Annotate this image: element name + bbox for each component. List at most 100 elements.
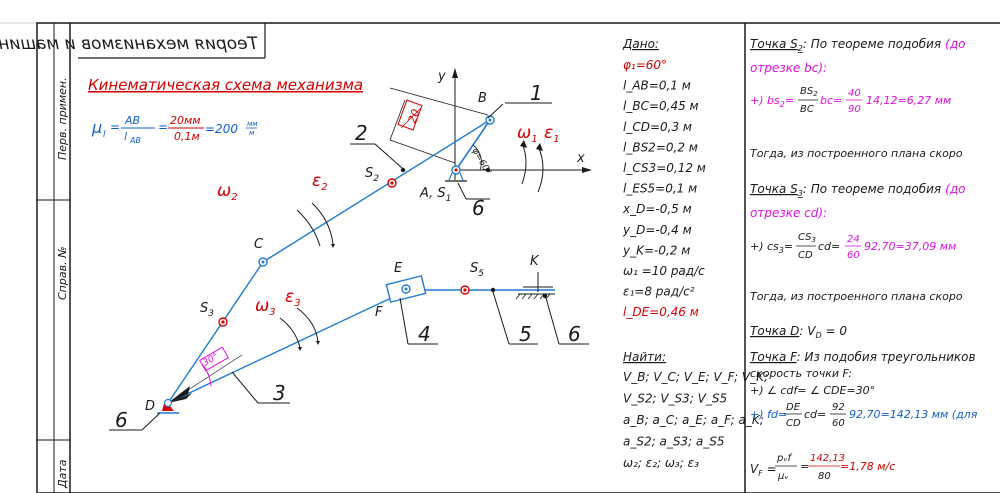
title-block: Теория механизмов и машин (0, 23, 266, 59)
label-point-b: B (478, 91, 487, 106)
solution-block: Точка S2: По теореме подобия(до отрезке … (750, 37, 978, 482)
svg-text:92,70=37,09 мм: 92,70=37,09 мм (864, 240, 956, 253)
axis-x-label: x (576, 151, 585, 166)
svg-text:142,13: 142,13 (810, 453, 845, 464)
svg-text:VF =: VF = (750, 462, 777, 478)
given-line-8: y_D=-0,4 м (622, 223, 692, 237)
side-label-date: Дата (56, 459, 69, 489)
svg-text:92,70=142,13 мм (для: 92,70=142,13 мм (для (849, 408, 978, 421)
label-point-f: F (375, 305, 383, 320)
link-number-5: 5 (519, 322, 532, 346)
svg-text:μ: μ (91, 118, 102, 137)
link-number-3: 3 (273, 381, 286, 405)
label-omega2: ω2 (217, 181, 238, 203)
svg-text:=1,78 м/с: =1,78 м/с (840, 460, 895, 473)
svg-text:DE: DE (786, 402, 801, 413)
label-point-k: K (530, 254, 540, 269)
svg-text:AB: AB (124, 114, 140, 127)
given-line-5: l_CS3=0,12 м (623, 161, 706, 175)
find-line-1: V_S2; V_S3; V_S5 (623, 392, 727, 406)
svg-text:мм: мм (247, 120, 258, 128)
link-number-6-k: 6 (568, 322, 581, 346)
label-eps3: ε3 (285, 287, 301, 309)
given-line-4: l_BS2=0,2 м (623, 140, 698, 154)
label-point-c: C (254, 237, 264, 252)
link-number-6-a: 6 (472, 196, 485, 220)
page-title: Теория механизмов и машин (0, 34, 258, 54)
label-omega1: ω1 (517, 123, 538, 145)
label-eps2: ε2 (312, 171, 328, 193)
angle-30: 30° (202, 352, 221, 369)
dim-20: 20 (406, 107, 423, 125)
svg-text:60: 60 (847, 250, 860, 261)
given-line-10: ω₁ =10 рад/с (623, 264, 705, 278)
link-number-1: 1 (530, 81, 543, 105)
svg-text:20мм: 20мм (170, 114, 201, 127)
given-block: Дано: φ₁=60° l_AB=0,1 м l_BC=0,45 м l_CD=0,… (622, 37, 768, 470)
svg-text:60: 60 (832, 418, 845, 429)
label-point-e: E (394, 261, 403, 276)
scale-formula: μ l = AB l AB = 20мм 0,1м =200 мм м (91, 114, 258, 145)
s3-heading: Точка S3: По теореме подобия(до (750, 182, 965, 198)
vf-formula: VF = pᵥf μᵥ = 142,13 80 =1,78 м/с (750, 453, 895, 482)
svg-text:14,12=6,27 мм: 14,12=6,27 мм (866, 94, 951, 107)
f-angle: +) ∠ cdf= ∠ CDE=30° (750, 384, 875, 397)
given-line-1: l_AB=0,1 м (623, 79, 691, 93)
given-title: Дано: (622, 37, 659, 51)
svg-text:90: 90 (848, 104, 861, 115)
given-line-7: x_D=-0,5 м (622, 202, 692, 216)
angle-60: φ=60° (469, 147, 492, 177)
svg-text:CS3: CS3 (798, 232, 816, 244)
given-line-0: φ₁=60° (623, 58, 667, 72)
given-line-6: l_ES5=0,1 м (623, 182, 697, 196)
svg-text:м: м (249, 129, 255, 137)
svg-text:0,1м: 0,1м (174, 130, 200, 143)
svg-text:40: 40 (848, 88, 861, 99)
label-s2: S2 (365, 166, 379, 184)
link-number-2: 2 (355, 121, 368, 145)
given-line-9: y_K=-0,2 м (622, 243, 690, 257)
svg-text:l: l (124, 130, 127, 143)
d-heading: Точка D: VD = 0 (750, 324, 847, 340)
scheme-heading: Кинематическая схема механизма (88, 76, 363, 94)
given-line-3: l_CD=0,3 м (623, 120, 692, 134)
svg-text:=200: =200 (205, 122, 238, 136)
side-label-first-use: Перв. примен. (56, 77, 69, 160)
svg-text:BC: BC (800, 104, 814, 115)
label-s5: S5 (470, 261, 484, 279)
svg-text:l: l (103, 130, 106, 140)
svg-text:+) fd=: +) fd= (750, 408, 787, 421)
svg-text:=: = (110, 120, 120, 134)
svg-text:bc=: bc= (820, 94, 842, 107)
find-line-3: a_S2; a_S3; a_S5 (623, 435, 725, 449)
svg-text:AB: AB (129, 136, 141, 145)
svg-text:24: 24 (847, 234, 860, 245)
s3-formula: +) cs3= CS3 CD cd= 24 60 92,70=37,09 мм (750, 232, 956, 261)
then-2: Тогда, из построенного плана скоро (750, 290, 963, 303)
svg-text:cd=: cd= (804, 408, 826, 421)
mechanism-scheme: y x 20 φ=60° (109, 68, 592, 432)
link-number-4: 4 (418, 322, 431, 346)
given-line-11: ε₁=8 рад/с² (623, 285, 695, 299)
label-omega3: ω3 (255, 296, 276, 318)
svg-text:=: = (800, 460, 809, 473)
svg-text:CD: CD (798, 250, 813, 261)
svg-text:BS2: BS2 (800, 86, 818, 98)
s2-heading: Точка S2: По теореме подобия(до (750, 37, 965, 53)
svg-text:+) bs2=: +) bs2= (750, 94, 794, 109)
label-s3: S3 (200, 301, 214, 319)
given-line-2: l_BC=0,45 м (623, 99, 699, 113)
label-eps1: ε1 (544, 123, 560, 145)
svg-text:92: 92 (832, 402, 845, 413)
s2-heading-cont: отрезке bc): (750, 61, 827, 75)
svg-text:80: 80 (818, 471, 831, 482)
svg-text:+) cs3=: +) cs3= (750, 240, 793, 255)
f-heading: Точка F: Из подобия треугольников (750, 350, 976, 364)
svg-text:=: = (158, 120, 168, 134)
given-line-12: l_DE=0,46 м (623, 305, 699, 319)
svg-text:cd=: cd= (818, 240, 840, 253)
s2-formula: +) bs2= BS2 BC bc= 40 90 14,12=6,27 мм (750, 86, 951, 115)
then-1: Тогда, из построенного плана скоро (750, 147, 963, 160)
find-title: Найти: (623, 350, 666, 364)
